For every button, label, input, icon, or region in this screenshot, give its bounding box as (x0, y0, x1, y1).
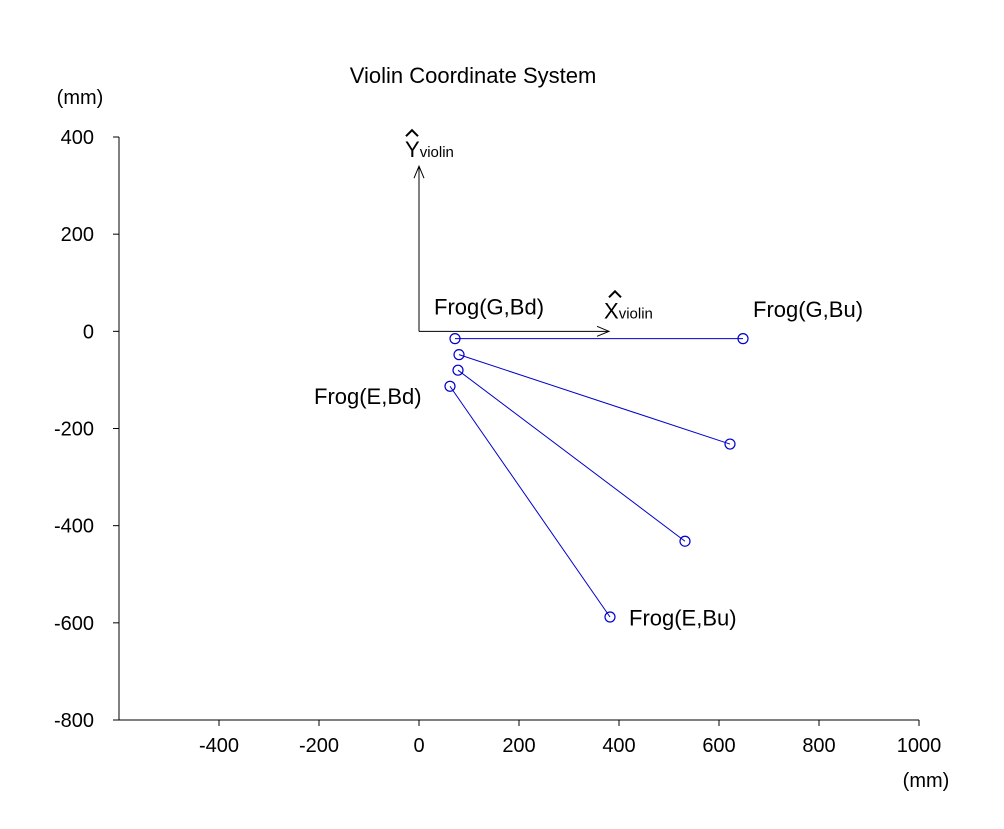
y-violin-arrow-head (413, 164, 425, 179)
y-axis-unit-label: (mm) (57, 87, 104, 109)
y-tick-label: -800 (54, 710, 94, 732)
y-violin-label: Yviolin (405, 137, 454, 162)
series-line-2 (458, 354, 731, 445)
series-2-point-1 (453, 349, 465, 361)
series-3-point-2 (679, 535, 691, 547)
x-violin-label-subscript: violin (619, 305, 653, 322)
y-tick-label: 0 (83, 321, 94, 343)
annotation-label: Frog(E,Bd) (314, 384, 422, 409)
y-violin-label-main: Y (405, 137, 420, 162)
series-line-4 (449, 385, 611, 618)
y-violin-hat (405, 128, 419, 137)
x-tick-label: 0 (413, 735, 424, 757)
x-violin-label: Xviolin (604, 298, 653, 323)
series-4-point-1 (444, 380, 456, 392)
annotation-label: Frog(G,Bd) (434, 294, 544, 319)
x-tick-label: -400 (199, 735, 239, 757)
x-violin-arrow-head (596, 325, 611, 337)
y-tick-label: 400 (61, 127, 94, 149)
x-tick-label: 400 (602, 735, 635, 757)
y-tick-label: -200 (54, 419, 94, 441)
x-tick-label: 200 (502, 735, 535, 757)
annotation-label: Frog(E,Bu) (629, 605, 737, 630)
y-tick-label: -400 (54, 516, 94, 538)
series-line-3 (457, 369, 686, 542)
axis-ticks: -400 -200 0 200 400 600 800 1000 400 200 0 -200 -400… (54, 127, 941, 757)
x-violin-hat (608, 289, 622, 299)
x-tick-label: 600 (702, 735, 735, 757)
annotation-label: Frog(G,Bu) (753, 297, 863, 322)
series-1-point-1 (449, 333, 461, 345)
data-series (444, 333, 749, 623)
x-tick-label: 1000 (897, 735, 942, 757)
x-violin-label-main: X (604, 298, 619, 323)
series-1-point-2 (737, 333, 749, 345)
series-2-point-2 (724, 438, 736, 450)
chart-title: Violin Coordinate System (350, 63, 597, 88)
y-violin-label-subscript: violin (420, 144, 454, 161)
y-tick-label: -600 (54, 613, 94, 635)
x-tick-label: -200 (299, 735, 339, 757)
series-4-point-2 (604, 611, 616, 623)
series-3-point-1 (452, 364, 464, 376)
annotations: Frog(G,Bd) Frog(G,Bu) Frog(E,Bd) Frog(E,Bu) (314, 294, 863, 630)
x-tick-label: 800 (802, 735, 835, 757)
y-tick-label: 200 (61, 224, 94, 246)
x-axis-unit-label: (mm) (903, 770, 950, 792)
